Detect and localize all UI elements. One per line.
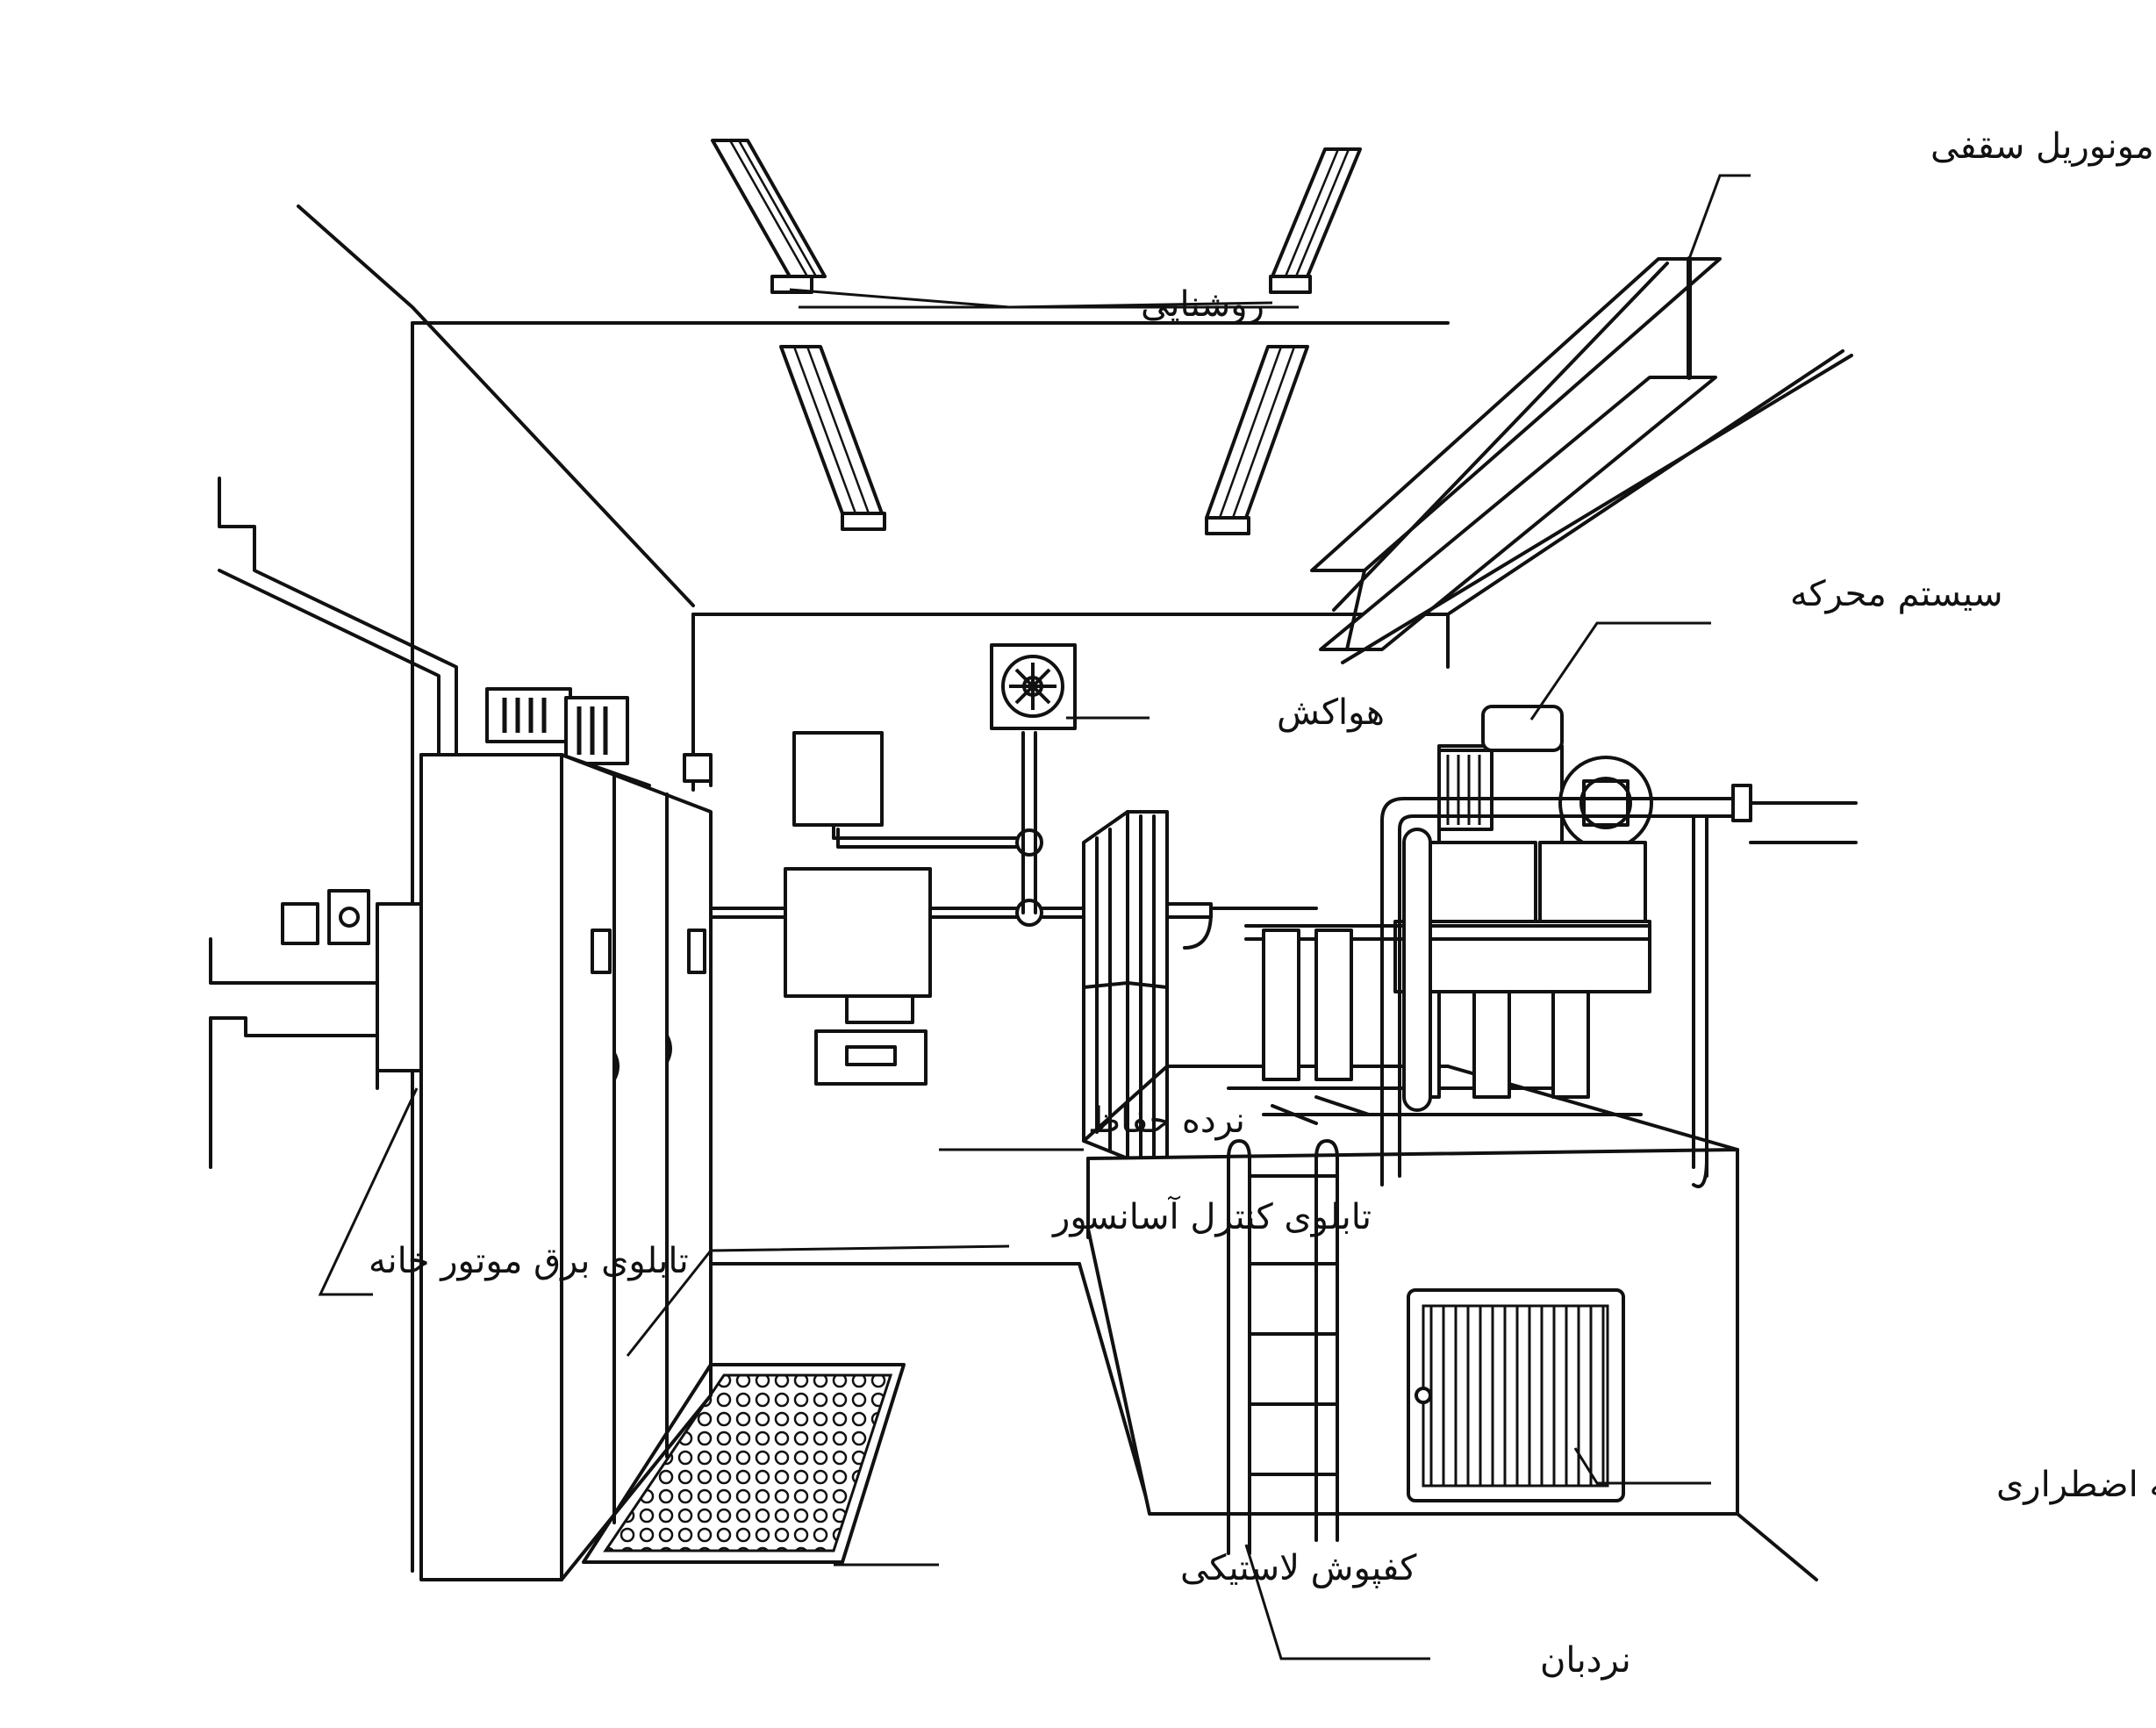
back-wall-equipment	[709, 643, 1318, 1086]
light-fixture-right-near	[1205, 345, 1309, 535]
label-emergency-hatch: دریچه اضطراری	[1996, 1465, 2156, 1505]
ceiling-monorail-beam	[1310, 256, 1853, 664]
exhaust-fan-icon	[990, 643, 1077, 730]
access-ladder	[1227, 1139, 1339, 1555]
emergency-hatch	[1407, 1288, 1625, 1502]
drive-system-machinery	[1244, 705, 1858, 1188]
elevator-control-cabinet	[419, 753, 713, 1581]
rubber-floor-mat	[582, 1363, 906, 1564]
label-lighting: روشنایی	[1141, 284, 1264, 325]
light-fixture-left-far	[711, 139, 827, 294]
label-rubber-floor: کفپوش لاستیکی	[1180, 1548, 1417, 1588]
label-ladder: نردبان	[1540, 1640, 1631, 1681]
guard-rail-cage	[1082, 810, 1169, 1173]
label-monorail: مونوریل سقفی	[1930, 126, 2154, 167]
label-drive-system: سیستم محرکه	[1790, 574, 2002, 614]
label-control-panel: تابلوی کنترل آسانسور	[1051, 1195, 1372, 1237]
label-power-panel: تابلوی برق موتور خانه	[369, 1241, 689, 1281]
light-fixture-right-far	[1269, 147, 1362, 294]
label-fan: هواکش	[1277, 692, 1385, 733]
label-guard-rail: نرده حفاظ	[1088, 1101, 1245, 1141]
left-wall-equipment	[209, 477, 629, 1169]
light-fixture-left-near	[779, 345, 886, 531]
labels: مونوریل سقفی روشنایی سیستم محرکه هواکش ن…	[369, 126, 2156, 1681]
ceiling-lights	[711, 139, 1362, 535]
leader-lines	[318, 174, 1751, 1660]
machine-platform	[1082, 1065, 1739, 1555]
